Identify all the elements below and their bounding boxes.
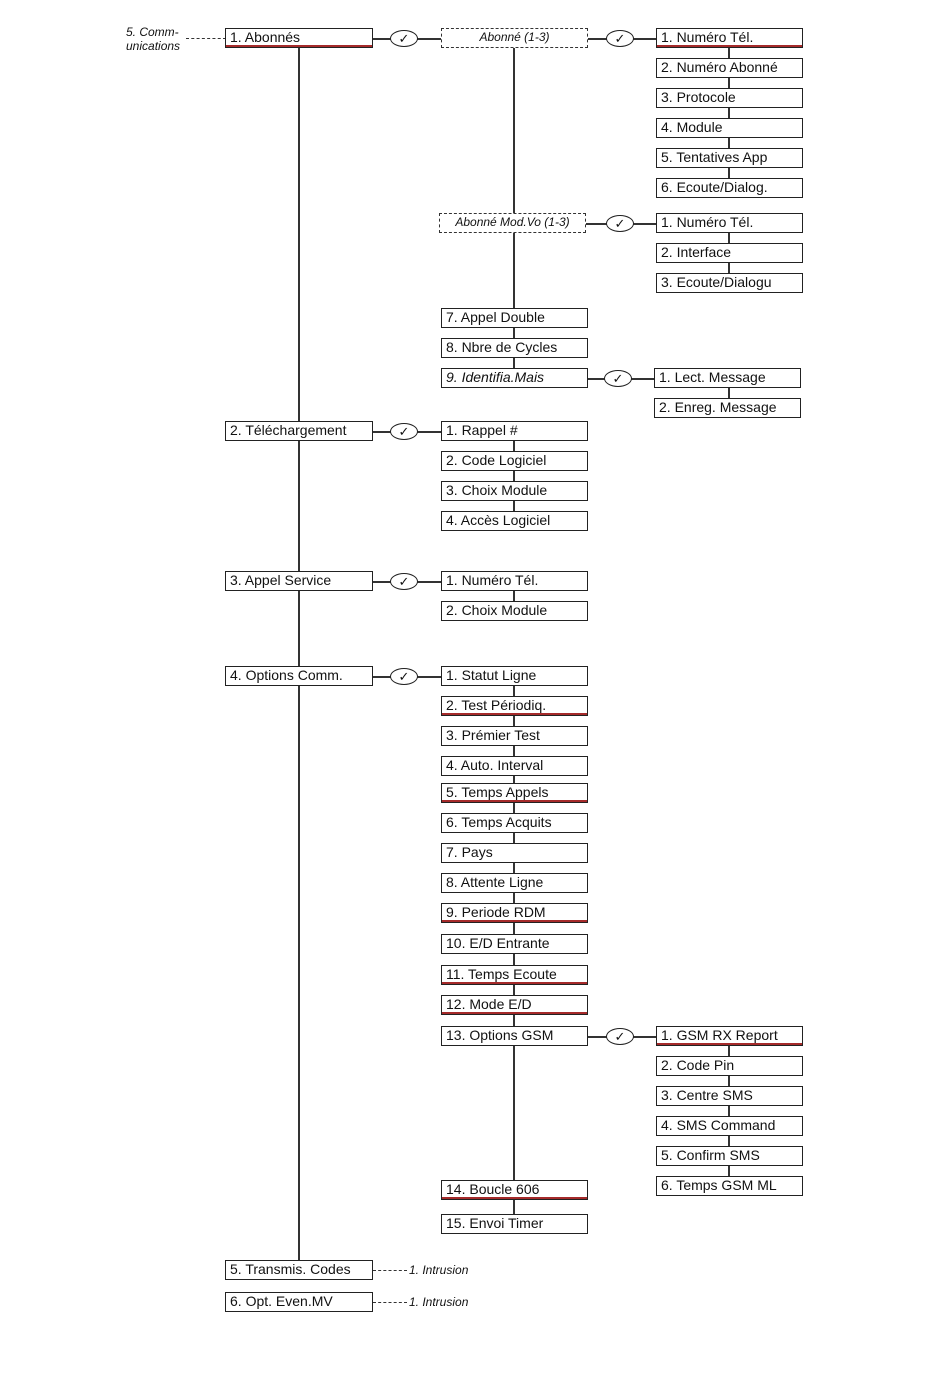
abonnes-item[interactable]: 8. Nbre de Cycles (441, 338, 588, 358)
abonne-group-label[interactable]: Abonné (1-3) (441, 28, 588, 48)
dashed-connector (186, 38, 226, 39)
abonne-item[interactable]: 1. Numéro Tél. (656, 28, 803, 48)
dashed-connector (373, 1302, 407, 1303)
dashed-connector (373, 1270, 407, 1271)
options-comm-item[interactable]: 2. Test Périodiq. (441, 696, 588, 716)
abonne-item[interactable]: 5. Tentatives App (656, 148, 803, 168)
abonnes-item[interactable]: 9. Identifia.Mais (441, 368, 588, 388)
gsm-item[interactable]: 6. Temps GSM ML (656, 1176, 803, 1196)
transmis-note: 1. Intrusion (409, 1263, 469, 1277)
abonne-item[interactable]: 4. Module (656, 118, 803, 138)
options-comm-item[interactable]: 1. Statut Ligne (441, 666, 588, 686)
check-icon: ✓ (390, 423, 418, 440)
connector (728, 1046, 730, 1178)
section-label-line: 5. Comm- (126, 25, 179, 39)
telechargement-item[interactable]: 1. Rappel # (441, 421, 588, 441)
abonne-modvo-item[interactable]: 2. Interface (656, 243, 803, 263)
options-comm-item[interactable]: 13. Options GSM (441, 1026, 588, 1046)
connector (513, 48, 515, 308)
gsm-item[interactable]: 2. Code Pin (656, 1056, 803, 1076)
abonne-item[interactable]: 6. Ecoute/Dialog. (656, 178, 803, 198)
check-icon: ✓ (390, 30, 418, 47)
check-icon: ✓ (606, 215, 634, 232)
gsm-item[interactable]: 1. GSM RX Report (656, 1026, 803, 1046)
identifia-item[interactable]: 1. Lect. Message (654, 368, 801, 388)
abonne-modvo-item[interactable]: 3. Ecoute/Dialogu (656, 273, 803, 293)
menu-options-comm[interactable]: 4. Options Comm. (225, 666, 373, 686)
menu-opt-even-mv[interactable]: 6. Opt. Even.MV (225, 1292, 373, 1312)
main-trunk-line (298, 48, 300, 1260)
appel-service-item[interactable]: 2. Choix Module (441, 601, 588, 621)
options-comm-item[interactable]: 4. Auto. Interval (441, 756, 588, 776)
telechargement-item[interactable]: 4. Accès Logiciel (441, 511, 588, 531)
options-comm-item[interactable]: 3. Prémier Test (441, 726, 588, 746)
abonne-item[interactable]: 2. Numéro Abonné (656, 58, 803, 78)
options-comm-item[interactable]: 14. Boucle 606 (441, 1180, 588, 1200)
check-icon: ✓ (606, 30, 634, 47)
connector (513, 591, 515, 603)
check-icon: ✓ (604, 370, 632, 387)
options-comm-item[interactable]: 10. E/D Entrante (441, 934, 588, 954)
options-comm-item[interactable]: 9. Periode RDM (441, 903, 588, 923)
options-comm-item[interactable]: 7. Pays (441, 843, 588, 863)
check-icon: ✓ (390, 573, 418, 590)
options-comm-item[interactable]: 8. Attente Ligne (441, 873, 588, 893)
abonne-modvo-item[interactable]: 1. Numéro Tél. (656, 213, 803, 233)
menu-transmis-codes[interactable]: 5. Transmis. Codes (225, 1260, 373, 1280)
menu-telechargement[interactable]: 2. Téléchargement (225, 421, 373, 441)
gsm-item[interactable]: 5. Confirm SMS (656, 1146, 803, 1166)
gsm-item[interactable]: 4. SMS Command (656, 1116, 803, 1136)
menu-appel-service[interactable]: 3. Appel Service (225, 571, 373, 591)
abonne-modvo-group-label[interactable]: Abonné Mod.Vo (1-3) (439, 213, 586, 233)
menu-abonnes[interactable]: 1. Abonnés (225, 28, 373, 48)
section-label: 5. Comm- unications (126, 25, 180, 53)
check-icon: ✓ (390, 668, 418, 685)
options-comm-item[interactable]: 6. Temps Acquits (441, 813, 588, 833)
options-comm-item[interactable]: 15. Envoi Timer (441, 1214, 588, 1234)
connector (728, 388, 730, 400)
identifia-item[interactable]: 2. Enreg. Message (654, 398, 801, 418)
gsm-item[interactable]: 3. Centre SMS (656, 1086, 803, 1106)
options-comm-item[interactable]: 5. Temps Appels (441, 783, 588, 803)
check-icon: ✓ (606, 1028, 634, 1045)
options-comm-item[interactable]: 11. Temps Ecoute (441, 965, 588, 985)
appel-service-item[interactable]: 1. Numéro Tél. (441, 571, 588, 591)
telechargement-item[interactable]: 2. Code Logiciel (441, 451, 588, 471)
even-note: 1. Intrusion (409, 1295, 469, 1309)
connector (728, 48, 730, 180)
options-comm-item[interactable]: 12. Mode E/D (441, 995, 588, 1015)
section-label-line: unications (126, 39, 181, 53)
telechargement-item[interactable]: 3. Choix Module (441, 481, 588, 501)
connector (513, 441, 515, 513)
abonnes-item[interactable]: 7. Appel Double (441, 308, 588, 328)
abonne-item[interactable]: 3. Protocole (656, 88, 803, 108)
